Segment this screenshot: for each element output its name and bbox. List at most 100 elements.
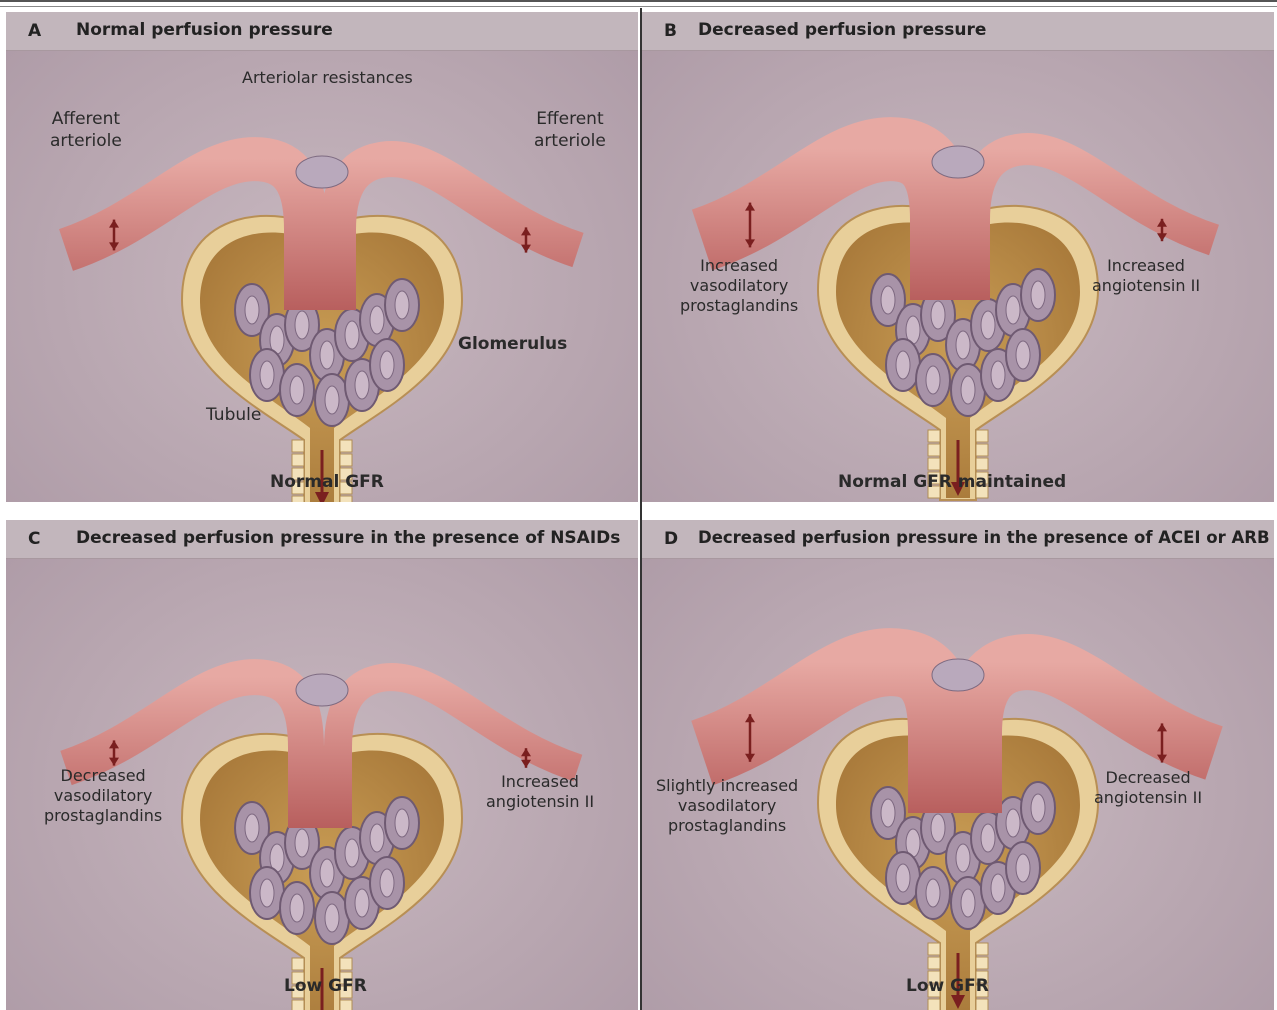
capillary-lumen <box>370 824 384 852</box>
capillary-lumen <box>290 894 304 922</box>
capillary-lumen <box>931 301 945 329</box>
tubule-cell <box>976 943 988 955</box>
capillary-lumen <box>380 351 394 379</box>
panel-c-left-label: Decreased vasodilatory prostaglandins <box>44 766 162 826</box>
capillary-lumen <box>355 371 369 399</box>
panel-c-left-line-2: vasodilatory <box>54 786 152 805</box>
capillary-lumen <box>325 386 339 414</box>
panel-c-right-label: Increased angiotensin II <box>486 772 594 812</box>
panel-a: A Normal perfusion pressure Arteriolar r… <box>6 12 638 502</box>
tubule-cell <box>928 957 940 969</box>
capillary-lumen <box>931 814 945 842</box>
panel-b-header: B Decreased perfusion pressure <box>642 12 1274 51</box>
tubule-cell <box>292 496 304 502</box>
capillary-lumen <box>1016 341 1030 369</box>
top-rule <box>0 6 1277 7</box>
panel-a-letter: A <box>28 21 41 41</box>
panel-c-letter: C <box>28 529 40 549</box>
tubule-cell <box>928 444 940 456</box>
tubule-cell <box>340 958 352 970</box>
tubule-cell <box>292 1000 304 1010</box>
panel-c-right-line-1: Increased <box>501 772 579 791</box>
panel-c-header: C Decreased perfusion pressure in the pr… <box>6 520 638 559</box>
capillary-lumen <box>956 331 970 359</box>
tubule-cell <box>928 430 940 442</box>
capillary-lumen <box>1006 296 1020 324</box>
afferent-line-1: Afferent <box>52 109 120 129</box>
capillary-lumen <box>961 376 975 404</box>
panel-c-left-line-3: prostaglandins <box>44 806 162 825</box>
tubule-cell <box>976 957 988 969</box>
vertical-divider <box>640 8 642 1010</box>
tubule-cell <box>340 440 352 452</box>
capillary-lumen <box>345 839 359 867</box>
capillary-lumen <box>926 366 940 394</box>
panel-b-right-line-1: Increased <box>1107 256 1185 275</box>
capillary-lumen <box>395 809 409 837</box>
capillary-lumen <box>320 859 334 887</box>
capillary-lumen <box>320 341 334 369</box>
capillary-lumen <box>961 889 975 917</box>
capillary-lumen <box>260 361 274 389</box>
panel-c-gfr-label: Low GFR <box>284 976 367 996</box>
tubule-cell <box>976 999 988 1010</box>
panel-a-title: Normal perfusion pressure <box>76 20 333 40</box>
afferent-arteriole-label: Afferent arteriole <box>50 108 122 152</box>
panel-d-right-label: Decreased angiotensin II <box>1094 768 1202 808</box>
efferent-diameter-arrow-head <box>521 760 531 768</box>
tubule-cell <box>928 458 940 470</box>
panel-d-left-line-1: Slightly increased <box>656 776 798 795</box>
glomerulus-label: Glomerulus <box>458 334 567 354</box>
panel-b-letter: B <box>664 21 677 41</box>
panel-d-header: D Decreased perfusion pressure in the pr… <box>642 520 1274 559</box>
capillary-lumen <box>981 824 995 852</box>
capillary-lumen <box>245 814 259 842</box>
efferent-line-1: Efferent <box>536 109 603 129</box>
capillary-lumen <box>295 829 309 857</box>
panel-b-right-label: Increased angiotensin II <box>1092 256 1200 296</box>
capillary-lumen <box>290 376 304 404</box>
tubule-cell <box>928 943 940 955</box>
panel-b-left-line-3: prostaglandins <box>680 296 798 315</box>
tubule-cell <box>340 1000 352 1010</box>
tubule-cell <box>340 454 352 466</box>
panel-b-left-label: Increased vasodilatory prostaglandins <box>680 256 798 316</box>
panel-a-gfr-label: Normal GFR <box>270 472 384 492</box>
capillary-lumen <box>1006 809 1020 837</box>
tubule-cell <box>976 444 988 456</box>
capillary-lumen <box>355 889 369 917</box>
panel-b: B Decreased perfusion pressure Increased… <box>642 12 1274 502</box>
panel-d-right-line-1: Decreased <box>1105 768 1190 787</box>
panel-d-gfr-label: Low GFR <box>906 976 989 996</box>
tubule-cell <box>928 999 940 1010</box>
panel-d-letter: D <box>664 529 678 549</box>
capillary-lumen <box>380 869 394 897</box>
tubule-cell <box>292 440 304 452</box>
tubule-cell <box>976 430 988 442</box>
panel-d: D Decreased perfusion pressure in the pr… <box>642 520 1274 1010</box>
capillary-lumen <box>1016 854 1030 882</box>
panel-d-left-line-3: prostaglandins <box>668 816 786 835</box>
tubule-cell <box>292 958 304 970</box>
arteriolar-resistances-label: Arteriolar resistances <box>242 68 413 88</box>
panel-b-left-line-1: Increased <box>700 256 778 275</box>
capillary-lumen <box>245 296 259 324</box>
capillary-lumen <box>260 879 274 907</box>
capillary-lumen <box>1031 794 1045 822</box>
macula-densa <box>932 659 984 691</box>
capillary-lumen <box>370 306 384 334</box>
panel-d-title: Decreased perfusion pressure in the pres… <box>698 528 1270 547</box>
afferent-line-2: arteriole <box>50 131 122 151</box>
capillary-lumen <box>926 879 940 907</box>
capillary-lumen <box>881 286 895 314</box>
efferent-line-2: arteriole <box>534 131 606 151</box>
panel-d-right-line-2: angiotensin II <box>1094 788 1202 807</box>
tubule-cell <box>340 496 352 502</box>
panel-d-left-label: Slightly increased vasodilatory prostagl… <box>656 776 798 836</box>
panel-c: C Decreased perfusion pressure in the pr… <box>6 520 638 1010</box>
macula-densa <box>932 146 984 178</box>
capillary-lumen <box>881 799 895 827</box>
panel-a-header: A Normal perfusion pressure <box>6 12 638 51</box>
tubule-cell <box>292 454 304 466</box>
